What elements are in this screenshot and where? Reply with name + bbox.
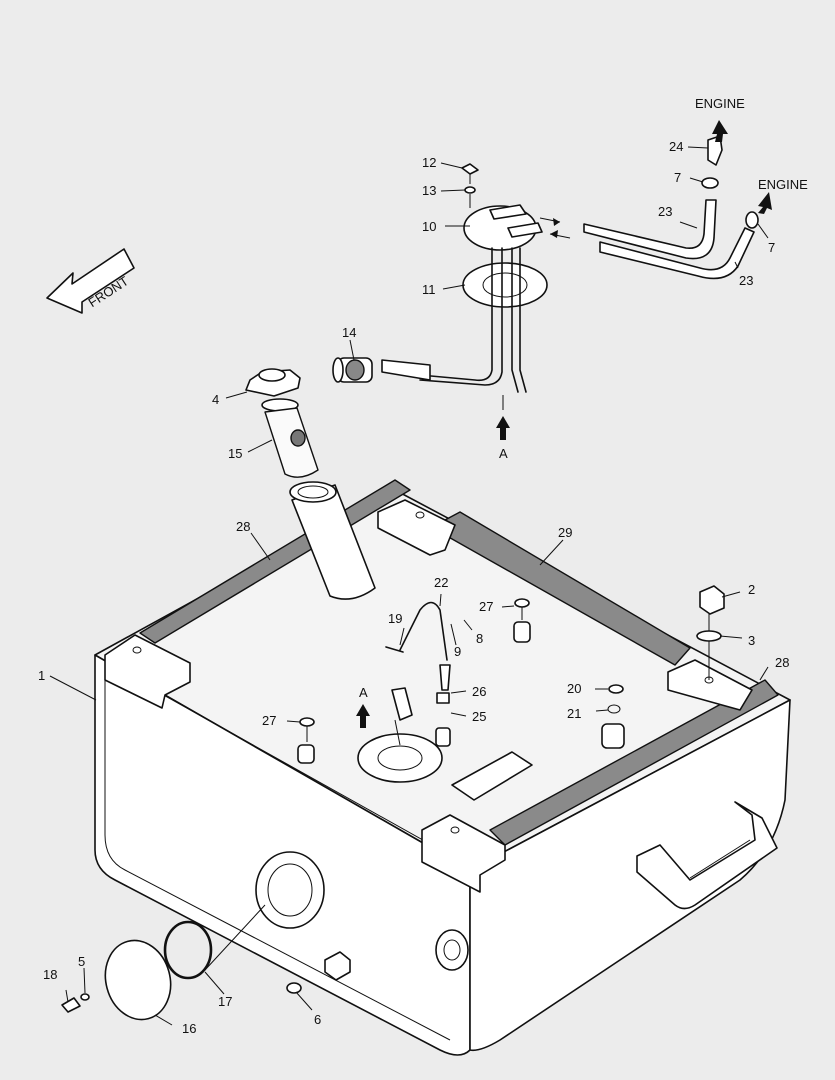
drain-pipe-22 <box>385 601 451 747</box>
label-part-1: 1 <box>38 668 45 683</box>
label-part-18: 18 <box>43 967 57 982</box>
label-part-8: 8 <box>476 631 483 646</box>
label-part-15: 15 <box>228 446 242 461</box>
label-part-16: 16 <box>182 1021 196 1036</box>
filler-neck <box>289 481 376 600</box>
label-view-a-bottom: A <box>359 685 368 700</box>
label-part-23-upper: 23 <box>658 204 672 219</box>
fuel-hose-23-upper <box>583 199 717 260</box>
flow-arrows <box>539 120 772 239</box>
label-part-10: 10 <box>422 219 436 234</box>
filler-cap-4 <box>245 368 301 397</box>
label-part-20: 20 <box>567 681 581 696</box>
drain-plug-6 <box>286 982 302 994</box>
bolt-2 <box>696 585 725 680</box>
side-inspection-port <box>255 851 325 929</box>
suction-filter-14 <box>332 357 373 383</box>
filler-strainer-15 <box>261 398 319 478</box>
label-part-13: 13 <box>422 183 436 198</box>
cover-16 <box>104 939 172 1021</box>
mount-bracket-left <box>104 634 191 709</box>
rubber-strip-28-right <box>489 679 779 846</box>
label-part-24: 24 <box>669 139 683 154</box>
cushion-27-top <box>513 598 531 643</box>
label-part-26: 26 <box>472 684 486 699</box>
label-part-19: 19 <box>388 611 402 626</box>
label-part-25: 25 <box>472 709 486 724</box>
label-part-5: 5 <box>78 954 85 969</box>
label-part-9: 9 <box>454 644 461 659</box>
bolt-12 <box>461 163 479 184</box>
label-engine-lower: ENGINE <box>758 177 808 192</box>
sender-tubes <box>381 247 527 393</box>
label-part-23-lower: 23 <box>739 273 753 288</box>
hose-clamp-7 <box>701 177 759 229</box>
label-part-28-left: 28 <box>236 519 250 534</box>
label-part-27-top: 27 <box>479 599 493 614</box>
label-part-2: 2 <box>748 582 755 597</box>
sender-flange-10 <box>463 204 543 251</box>
label-part-7-upper: 7 <box>674 170 681 185</box>
label-part-12: 12 <box>422 155 436 170</box>
label-part-4: 4 <box>212 392 219 407</box>
view-a-arrow-top <box>496 395 510 440</box>
sender-gasket-plate <box>357 687 443 783</box>
leader-lines <box>49 146 769 1026</box>
label-engine-upper: ENGINE <box>695 96 745 111</box>
label-part-28-right: 28 <box>775 655 789 670</box>
gasket-11 <box>462 262 548 308</box>
label-view-a-top: A <box>499 446 508 461</box>
label-part-27-left: 27 <box>262 713 276 728</box>
label-part-21: 21 <box>567 706 581 721</box>
part-labels: 1 2 3 4 5 6 7 7 8 9 10 11 12 13 14 15 16… <box>38 96 808 1036</box>
label-part-7-lower: 7 <box>768 240 775 255</box>
label-part-14: 14 <box>342 325 356 340</box>
front-direction-arrow: FRONT <box>46 248 135 314</box>
view-a-arrow-bottom <box>356 704 370 728</box>
o-ring-17 <box>163 920 213 980</box>
level-gauge-port <box>435 929 469 971</box>
step-handle <box>636 801 778 910</box>
label-part-22: 22 <box>434 575 448 590</box>
washer-13 <box>464 186 476 208</box>
mount-bracket-front <box>421 814 506 893</box>
fuel-hose-23-lower <box>599 227 755 280</box>
label-part-3: 3 <box>748 633 755 648</box>
label-part-11: 11 <box>422 282 436 297</box>
cover-plate <box>451 751 533 801</box>
label-part-17: 17 <box>218 994 232 1009</box>
label-part-29: 29 <box>558 525 572 540</box>
bolt-18 <box>61 993 90 1013</box>
drain-boss <box>324 951 351 981</box>
cushion-21 <box>601 684 625 749</box>
label-part-6: 6 <box>314 1012 321 1027</box>
mount-bracket-rear <box>377 499 456 556</box>
